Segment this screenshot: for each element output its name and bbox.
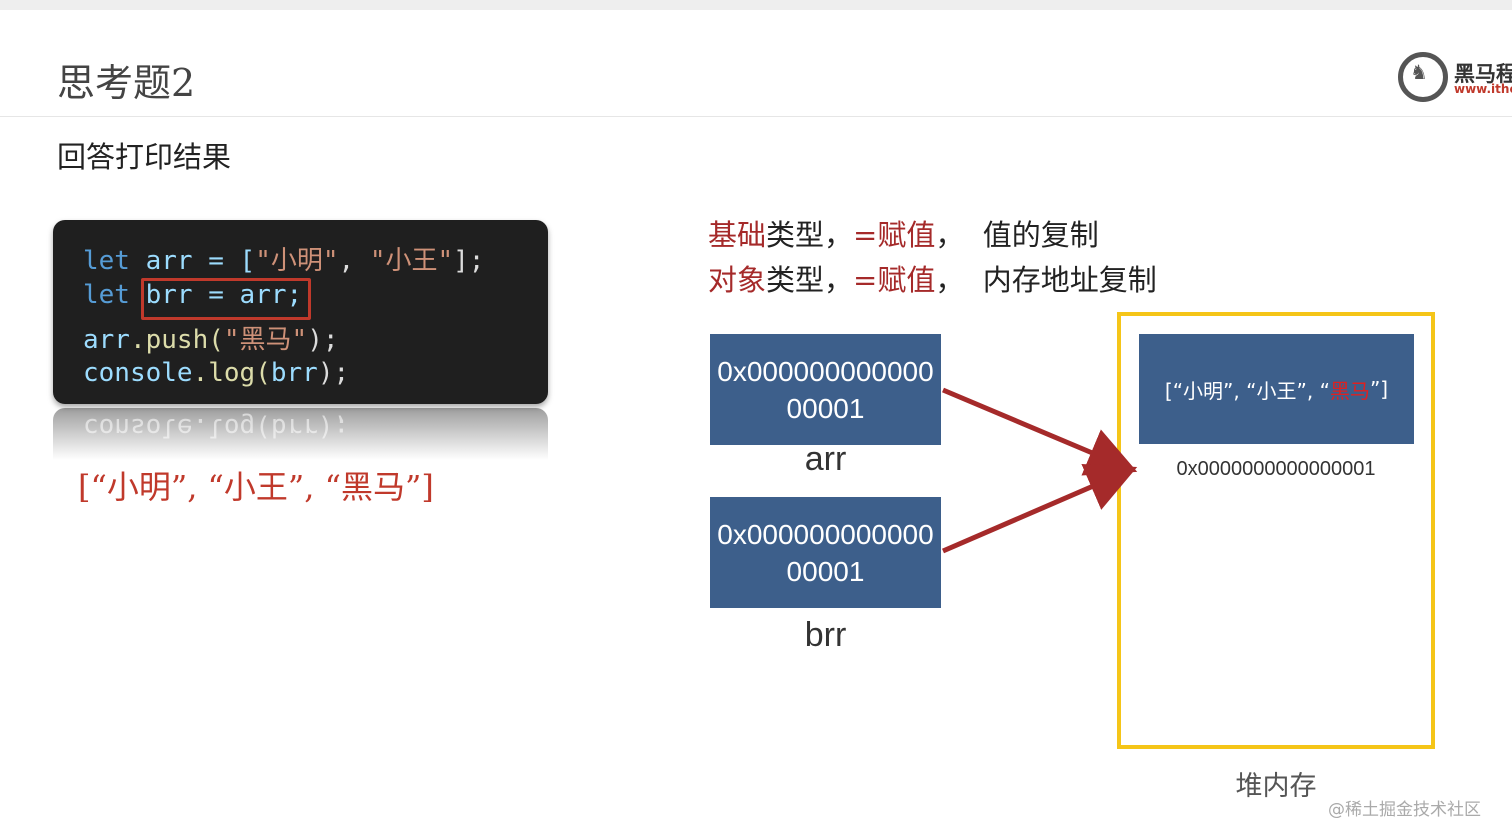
stack-label-arr: arr — [804, 440, 847, 478]
code-line-3: arr.push("黑马"); — [83, 319, 339, 356]
code-string: "小王" — [369, 246, 454, 276]
rule-keyword: 基础 — [708, 218, 767, 252]
code-string: "黑马" — [223, 325, 308, 355]
code-text: arr = [ — [129, 246, 256, 276]
rule-keyword: =赋值 — [853, 218, 936, 252]
code-reflection: console.log(brr); — [53, 408, 548, 460]
code-method: .push( — [129, 325, 224, 355]
code-keyword: let — [83, 246, 130, 276]
heap-object-highlight: 黑马 — [1329, 378, 1370, 403]
heap-object: [“小明”, “小王”, “黑马”] — [1139, 334, 1414, 444]
print-result: [“小明”, “小王”, “黑马”] — [78, 468, 434, 506]
watermark: @稀土掘金技术社区 — [1328, 800, 1481, 820]
stack-label-brr: brr — [804, 616, 847, 654]
address-text: 00001 — [786, 555, 865, 587]
heap-container — [1117, 312, 1435, 749]
code-text: ); — [317, 358, 350, 388]
code-object: arr — [83, 325, 130, 355]
code-line-4: console.log(brr); — [83, 358, 349, 388]
stack-box-brr: 0x000000000000 00001 — [710, 497, 941, 608]
code-keyword: let — [83, 280, 130, 310]
heap-object-text: ”] — [1369, 377, 1389, 401]
question-subtitle: 回答打印结果 — [57, 140, 232, 174]
code-text: brr = arr; — [129, 280, 303, 310]
address-text: 0x000000000000 — [717, 518, 934, 550]
address-text: 0x000000000000 — [717, 355, 934, 387]
heap-address: 0x0000000000000001 — [1176, 458, 1376, 480]
heap-object-text: [“小明”, “小王”, “ — [1164, 378, 1330, 403]
arrow-brr-to-heap — [942, 463, 1138, 554]
rule-primitive: 基础类型，=赋值， 值的复制 — [708, 212, 1099, 254]
arrow-arr-to-heap — [942, 387, 1138, 476]
code-arg: brr — [270, 358, 318, 388]
address-text: 00001 — [786, 392, 865, 424]
code-text: ]; — [453, 246, 485, 276]
heap-label: 堆内存 — [1235, 771, 1317, 802]
stack-box-arr: 0x000000000000 00001 — [710, 334, 941, 445]
rule-text: 类型， — [766, 218, 854, 252]
horse-icon: ♞ — [1410, 60, 1428, 84]
highlight-box — [141, 278, 311, 320]
rule-text: ， 值的复制 — [935, 218, 1099, 252]
code-line-1: let arr = ["小明", "小王"]; — [83, 240, 484, 277]
code-text: ); — [307, 325, 339, 355]
rule-keyword: 对象 — [708, 263, 767, 297]
page-title: 思考题2 — [57, 61, 196, 105]
code-block: let arr = ["小明", "小王"]; let brr = arr; a… — [53, 220, 548, 404]
rule-object: 对象类型，=赋值， 内存地址复制 — [708, 257, 1157, 299]
brand-logo: ♞ 黑马程 www.ithei — [1398, 52, 1512, 102]
rule-text: ， 内存地址复制 — [935, 263, 1157, 297]
code-method: .log( — [192, 358, 271, 388]
top-bar — [0, 0, 1512, 10]
code-object: console — [83, 358, 193, 388]
horse-logo-icon — [1398, 52, 1448, 102]
logo-text: 黑马程 — [1454, 62, 1512, 86]
title-divider — [0, 116, 1512, 117]
logo-url: www.ithei — [1454, 82, 1512, 96]
rule-text: 类型， — [766, 263, 854, 297]
code-line-2: let brr = arr; — [83, 280, 302, 310]
code-text: , — [338, 246, 370, 276]
code-string: "小明" — [255, 246, 339, 276]
rule-keyword: =赋值 — [853, 263, 936, 297]
